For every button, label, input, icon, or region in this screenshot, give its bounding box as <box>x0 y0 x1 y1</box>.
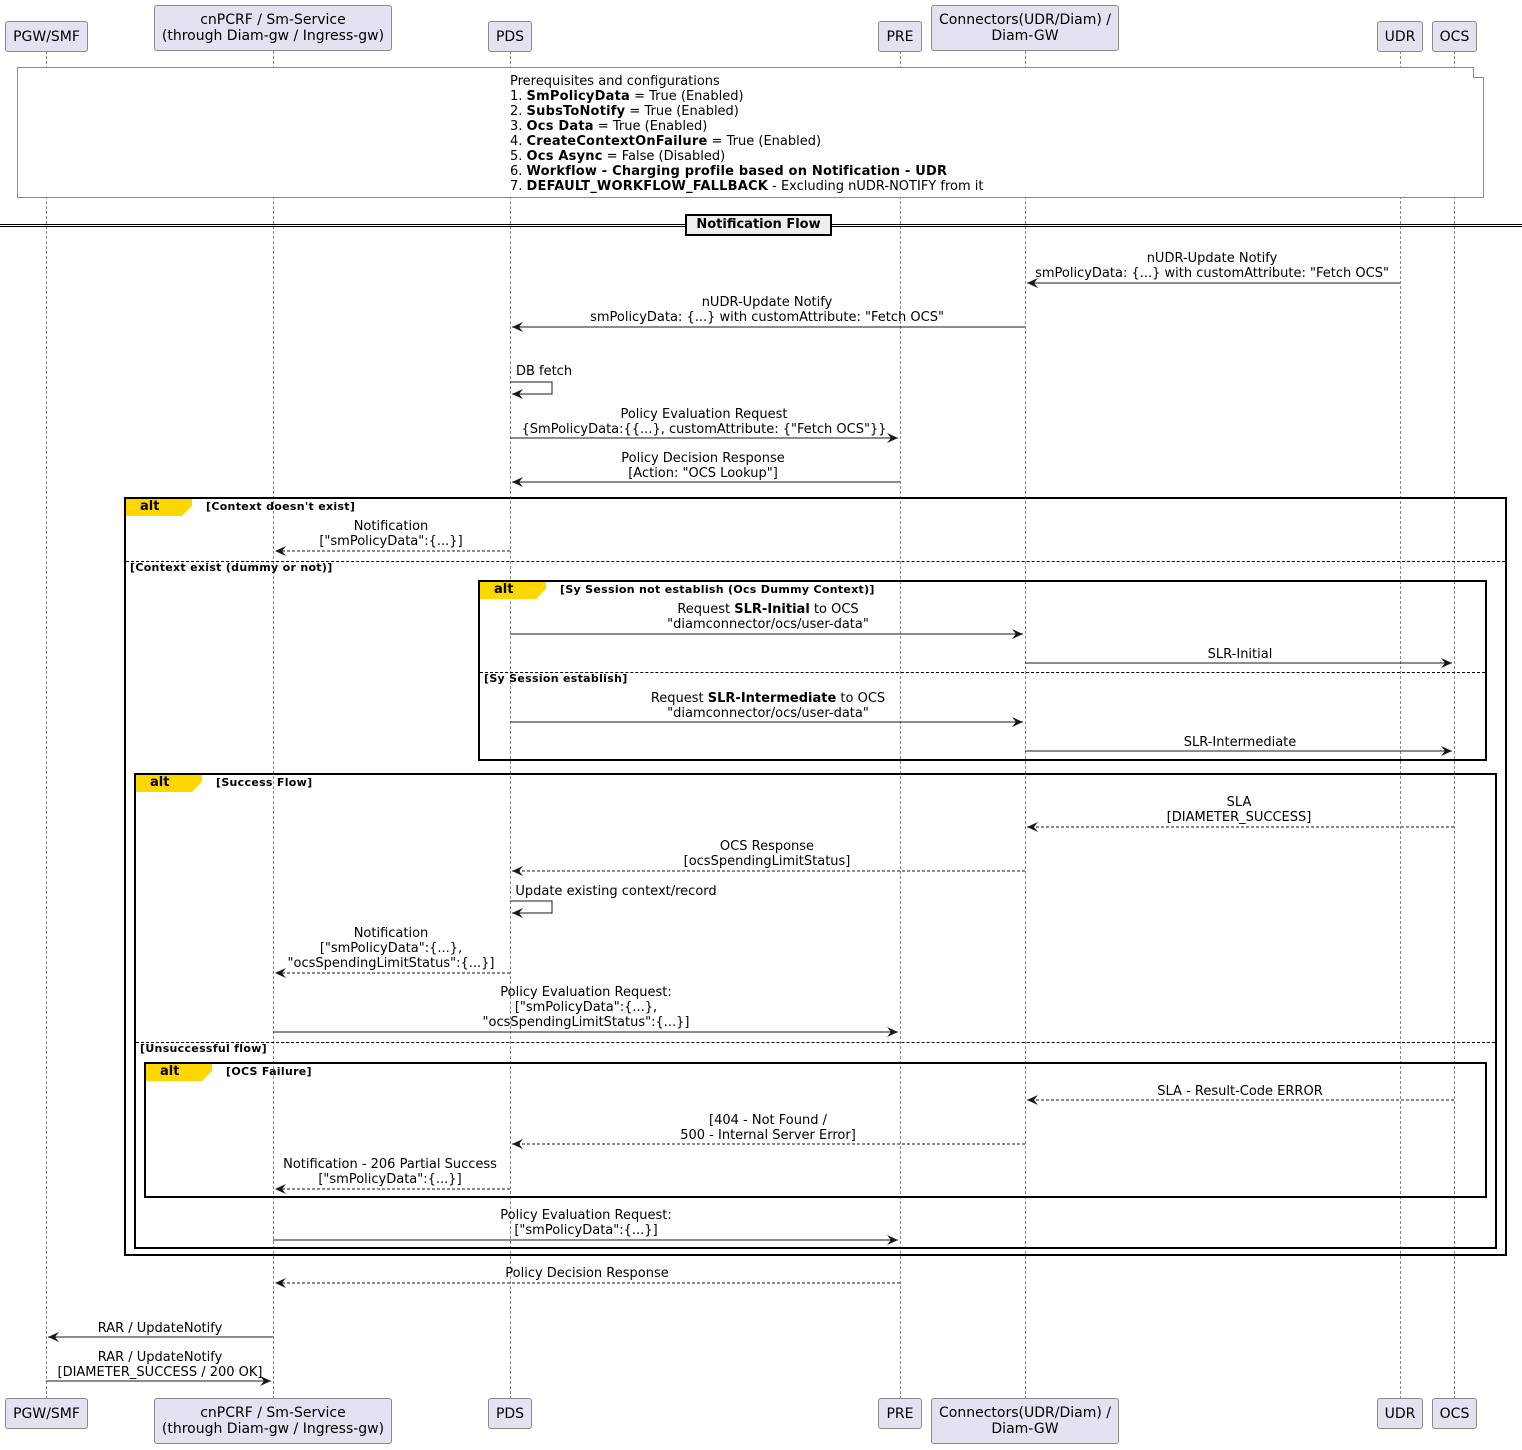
msg-error-codes-label: [404 - Not Found /500 - Internal Server … <box>680 1113 856 1143</box>
else-divider <box>136 1042 1495 1043</box>
note-item-3: 3. Ocs Data = True (Enabled) <box>510 119 708 134</box>
alt-frame-ocs-failure: alt [OCS Failure] <box>144 1062 1487 1198</box>
else-divider <box>480 672 1485 673</box>
alt-tag: alt <box>126 499 192 516</box>
participant-ocs-bottom[interactable]: OCS <box>1432 1398 1477 1429</box>
msg-sla-success-label: SLA[DIAMETER_SUCCESS] <box>1166 795 1312 825</box>
divider-notification-flow: Notification Flow <box>685 214 832 236</box>
note-title: Prerequisites and configurations <box>510 74 720 89</box>
participant-pre-top[interactable]: PRE <box>878 21 922 52</box>
participant-pre-bottom[interactable]: PRE <box>878 1398 922 1429</box>
prerequisites-note: Prerequisites and configurations 1. SmPo… <box>17 67 1484 198</box>
msg-partial-success-label: Notification - 206 Partial Success["smPo… <box>283 1157 497 1187</box>
participant-connectors-top[interactable]: Connectors(UDR/Diam) / Diam-GW <box>931 5 1119 51</box>
msg-ocs-response-label: OCS Response[ocsSpendingLimitStatus] <box>683 839 851 869</box>
participant-pgw-smf-bottom[interactable]: PGW/SMF <box>5 1398 88 1429</box>
msg-notification-label: Notification["smPolicyData":{...}] <box>319 519 463 549</box>
participant-udr-bottom[interactable]: UDR <box>1377 1398 1423 1429</box>
note-item-1: 1. SmPolicyData = True (Enabled) <box>510 89 744 104</box>
note-item-6: 6. Workflow - Charging profile based on … <box>510 164 948 179</box>
alt-frame-result: alt [Success Flow] [Unsuccessful flow] <box>134 773 1497 1249</box>
msg-slr-initial-request-label: Request SLR-Initial to OCS"diamconnector… <box>667 602 869 632</box>
msg-policy-eval-request-label: Policy Evaluation Request{SmPolicyData:{… <box>521 407 887 437</box>
participant-cnpcrf-bottom[interactable]: cnPCRF / Sm-Service (through Diam-gw / I… <box>154 1398 392 1444</box>
alt-condition: [OCS Failure] <box>226 1065 312 1078</box>
alt-tag: alt <box>136 775 202 792</box>
msg-policy-eval-request-fail-label: Policy Evaluation Request:["smPolicyData… <box>500 1208 672 1238</box>
else-divider <box>126 561 1505 562</box>
lifeline-pre <box>900 51 901 1399</box>
msg-update-context-label: Update existing context/record <box>515 884 717 899</box>
alt-condition: [Sy Session not establish (Ocs Dummy Con… <box>560 583 875 596</box>
lifeline-pgw-smf <box>46 51 47 1399</box>
msg-slr-initial-label: SLR-Initial <box>1207 647 1273 662</box>
lifeline-ocs <box>1454 51 1455 1399</box>
alt-condition: [Context doesn't exist] <box>206 500 356 513</box>
else-condition: [Unsuccessful flow] <box>140 1042 267 1055</box>
msg-policy-decision-response-label: Policy Decision Response[Action: "OCS Lo… <box>621 451 785 481</box>
alt-tag: alt <box>480 582 546 599</box>
alt-frame-context: alt [Context doesn't exist] [Context exi… <box>124 497 1507 1256</box>
participant-pds-top[interactable]: PDS <box>488 21 532 52</box>
msg-rar-label: RAR / UpdateNotify <box>97 1321 223 1336</box>
note-item-4: 4. CreateContextOnFailure = True (Enable… <box>510 134 822 149</box>
lifeline-pds <box>510 51 511 1399</box>
msg-slr-intermediate-request-label: Request SLR-Intermediate to OCS"diamconn… <box>650 691 886 721</box>
else-condition: [Context exist (dummy or not)] <box>130 561 333 574</box>
alt-condition: [Success Flow] <box>216 776 313 789</box>
lifeline-udr <box>1400 51 1401 1399</box>
msg-db-fetch-label: DB fetch <box>515 364 573 379</box>
note-text: Prerequisites and configurations 1. SmPo… <box>510 74 983 194</box>
msg-sla-error-label: SLA - Result-Code ERROR <box>1157 1084 1323 1099</box>
note-fold-corner <box>1473 67 1484 78</box>
msg-rar-response-label: RAR / UpdateNotify[DIAMETER_SUCCESS / 20… <box>57 1350 263 1380</box>
else-condition: [Sy Session establish] <box>484 672 628 685</box>
participant-pds-bottom[interactable]: PDS <box>488 1398 532 1429</box>
msg-policy-decision-final-label: Policy Decision Response <box>505 1266 669 1281</box>
participant-connectors-bottom[interactable]: Connectors(UDR/Diam) / Diam-GW <box>931 1398 1119 1444</box>
note-item-5: 5. Ocs Async = False (Disabled) <box>510 149 726 164</box>
alt-frame-sy-session: alt [Sy Session not establish (Ocs Dummy… <box>478 580 1487 761</box>
msg-notification-ocs-label: Notification["smPolicyData":{...},"ocsSp… <box>287 926 495 971</box>
participant-cnpcrf-top[interactable]: cnPCRF / Sm-Service (through Diam-gw / I… <box>154 5 392 51</box>
lifeline-cnpcrf <box>273 51 274 1399</box>
note-item-2: 2. SubsToNotify = True (Enabled) <box>510 104 739 119</box>
participant-ocs-top[interactable]: OCS <box>1432 21 1477 52</box>
alt-tag: alt <box>146 1064 212 1081</box>
participant-udr-top[interactable]: UDR <box>1377 21 1423 52</box>
participant-pgw-smf-top[interactable]: PGW/SMF <box>5 21 88 52</box>
note-item-7: 7. DEFAULT_WORKFLOW_FALLBACK - Excluding… <box>510 179 984 194</box>
lifeline-connectors <box>1025 51 1026 1399</box>
msg-policy-eval-request-ocs-label: Policy Evaluation Request:["smPolicyData… <box>482 985 690 1030</box>
msg-slr-intermediate-label: SLR-Intermediate <box>1183 735 1297 750</box>
